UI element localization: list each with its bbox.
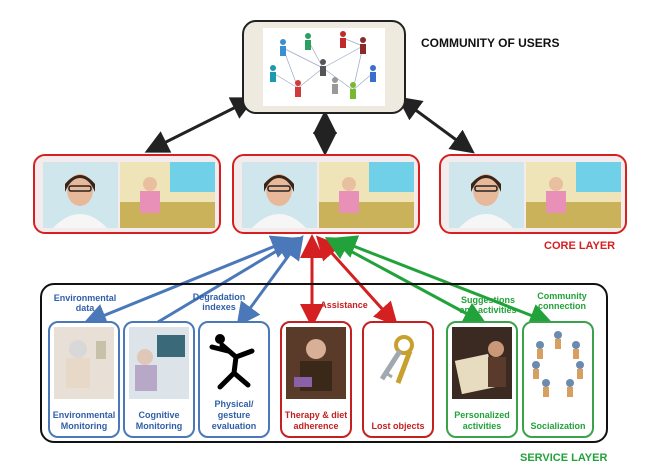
service-card-physical: Physical/ gesture evaluation — [198, 321, 270, 438]
service-card-socialization: Socialization — [522, 321, 594, 438]
keys-icon — [368, 327, 428, 399]
service-card-cognitive: Cognitive Monitoring — [123, 321, 195, 438]
flow-label-assistance: Assistance — [320, 300, 368, 310]
flow-label-environmental: Environmental data — [53, 293, 117, 313]
arrow-community-core-left — [144, 97, 256, 153]
flow-label-degradation: Degradation indexes — [192, 292, 246, 312]
service-card-environmental: Environmental Monitoring — [48, 321, 120, 438]
flow-label-suggestions: Suggestions and activities — [459, 295, 517, 315]
environmental-monitoring-image — [54, 327, 114, 399]
card-label: Therapy & diet adherence — [284, 410, 348, 431]
community-box — [242, 20, 406, 114]
service-card-personalized: Personalized activities — [446, 321, 518, 438]
arrow-community-core-right — [397, 96, 475, 154]
elderly-room-image — [526, 162, 621, 228]
card-label: Socialization — [530, 421, 586, 431]
virtual-assistant-avatar — [242, 162, 317, 228]
arrow-socialization — [332, 235, 554, 327]
card-label: Personalized activities — [454, 410, 510, 431]
core-layer-label: CORE LAYER — [544, 240, 616, 252]
elderly-room-image — [319, 162, 414, 228]
people-circle-icon — [528, 327, 588, 399]
elderly-room-image — [120, 162, 215, 228]
card-label: Environmental Monitoring — [52, 410, 116, 431]
falling-person-icon — [204, 327, 264, 399]
virtual-assistant-avatar — [449, 162, 524, 228]
network-people-icon — [270, 31, 376, 99]
virtual-assistant-avatar — [43, 162, 118, 228]
card-label: Cognitive Monitoring — [135, 410, 183, 431]
arrow-physical — [236, 235, 304, 327]
flow-label-community: Community connection — [537, 291, 587, 311]
cognitive-monitoring-image — [129, 327, 189, 399]
card-label: Physical/ gesture evaluation — [211, 399, 257, 431]
service-card-therapy: Therapy & diet adherence — [280, 321, 352, 438]
core-panel-center — [232, 154, 420, 234]
therapy-image — [286, 327, 346, 399]
core-panel-left — [33, 154, 221, 234]
core-panel-right — [439, 154, 627, 234]
service-layer-label: SERVICE LAYER — [520, 452, 608, 464]
service-card-lost-objects: Lost objects — [362, 321, 434, 438]
service-layer-frame — [40, 283, 608, 443]
card-label: Lost objects — [371, 421, 425, 431]
community-network-image — [263, 28, 385, 106]
community-label: COMMUNITY OF USERS — [421, 36, 560, 50]
personalized-activities-image — [452, 327, 512, 399]
